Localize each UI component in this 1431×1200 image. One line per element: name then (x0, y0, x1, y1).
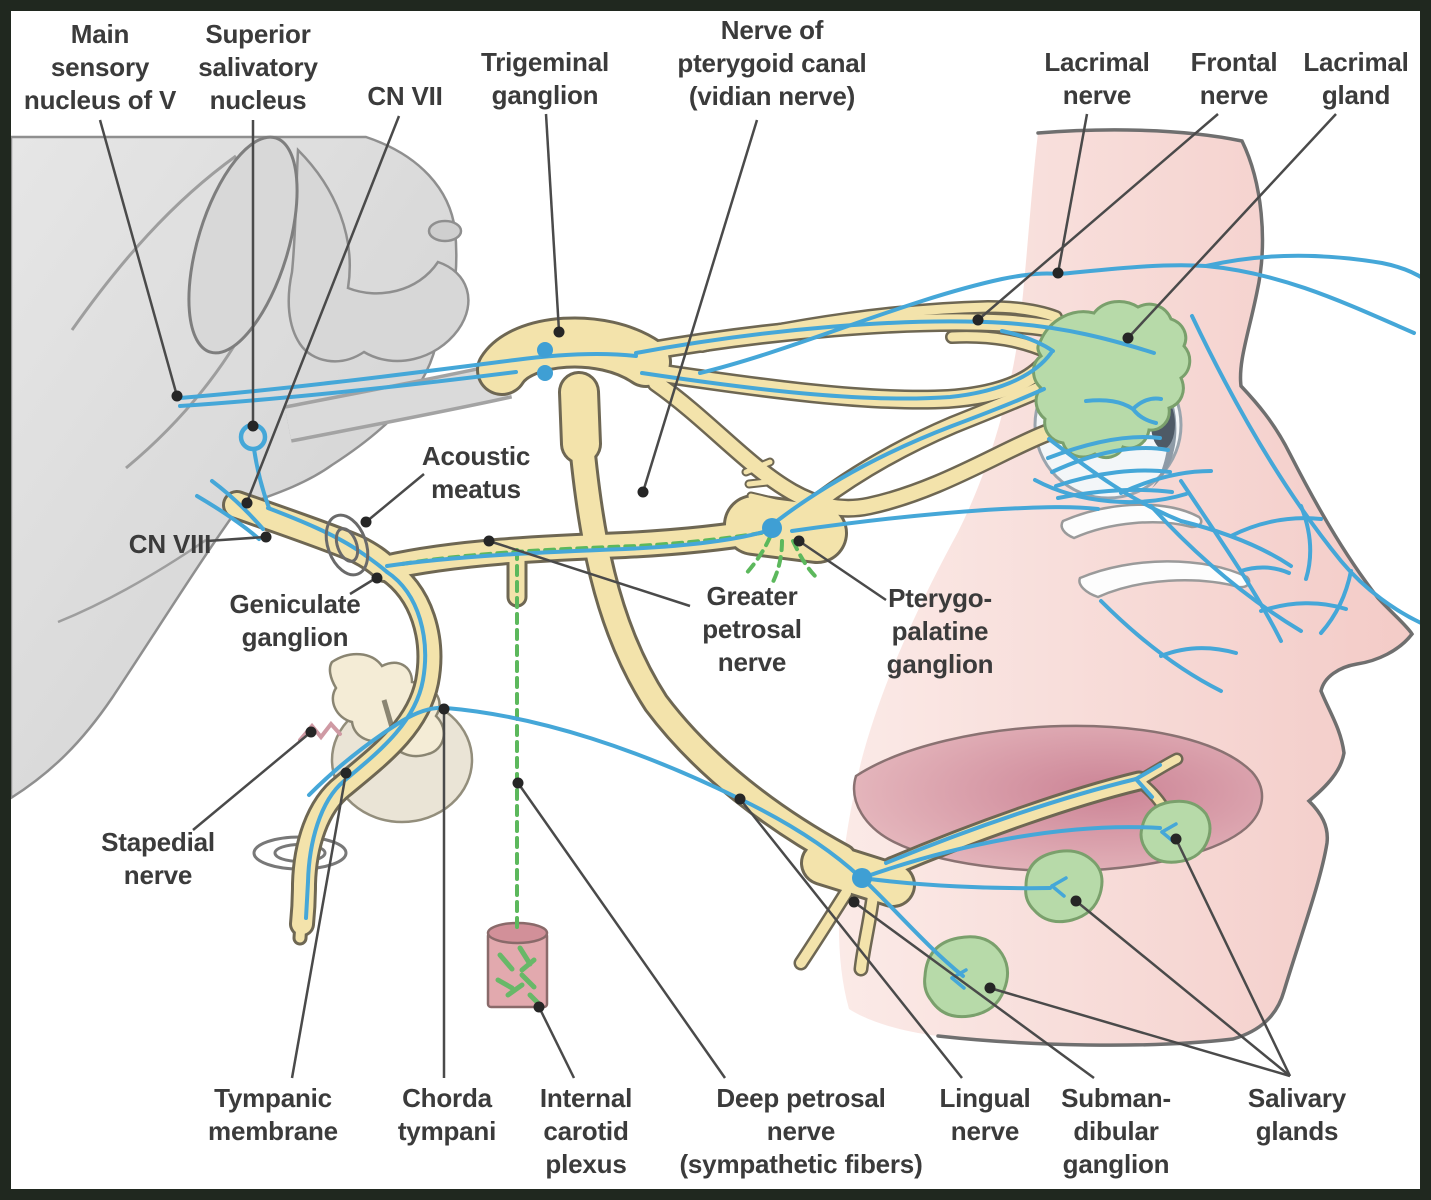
leader-dot-internal-carotid-plexus (533, 1001, 545, 1013)
leader-dot-chorda-tympani (438, 703, 450, 715)
label-main-sensory-nucleus-of-v: Main sensory nucleus of V (23, 19, 177, 115)
leader-line-salivary-glands (989, 986, 1291, 1078)
leader-line-trigeminal-ganglion (544, 113, 561, 332)
label-deep-petrosal-nerve: Deep petrosal nerve (sympathetic fibers) (679, 1083, 923, 1179)
leader-dot-stapedial-nerve (305, 726, 317, 738)
leader-line-cn-vii (245, 115, 401, 503)
leader-dot-salivary-glands (984, 982, 996, 994)
leader-dot-lacrimal-nerve (1052, 267, 1064, 279)
label-nerve-of-pterygoid-canal: Nerve of pterygoid canal (vidian nerve) (677, 15, 867, 111)
leader-dot-lingual-nerve (734, 793, 746, 805)
acoustic-meatus-rings (324, 513, 370, 577)
label-chorda-tympani: Chorda tympani (397, 1083, 497, 1146)
label-trigeminal-ganglion: Trigeminal ganglion (480, 47, 610, 110)
leader-line-deep-petrosal-nerve (516, 782, 727, 1079)
parasympathetic-fibers (178, 253, 1426, 990)
leader-line-nerve-of-pterygoid-canal (641, 119, 759, 493)
pons-nucleus (187, 135, 299, 355)
label-salivary-glands: Salivary glands (1247, 1083, 1347, 1146)
leader-dot-pterygopalatine-ganglion (793, 535, 805, 547)
trigeminal-marker-lower (537, 365, 553, 381)
leader-dot-salivary-glands (1070, 895, 1082, 907)
leader-dot-salivary-glands (1170, 833, 1182, 845)
brain-nub (427, 219, 463, 243)
salivary-gland-lower (923, 935, 1009, 1019)
leader-dot-lacrimal-gland (1122, 332, 1134, 344)
leader-dot-superior-salivatory-nucleus (247, 420, 259, 432)
label-tympanic-membrane: Tympanic membrane (208, 1083, 338, 1146)
leader-line-geniculate-ganglion (349, 576, 377, 596)
label-greater-petrosal-nerve: Greater petrosal nerve (702, 581, 802, 677)
leader-dot-greater-petrosal-nerve (483, 535, 495, 547)
leader-dot-acoustic-meatus (360, 516, 372, 528)
label-superior-salivatory-nucleus: Superior salivatory nucleus (198, 19, 318, 115)
label-pterygopalatine-ganglion: Pterygo- palatine ganglion (886, 583, 994, 679)
submandibular-gland (1024, 849, 1104, 924)
label-frontal-nerve: Frontal nerve (1190, 47, 1278, 110)
leader-dot-cn-viii (260, 531, 272, 543)
label-lingual-nerve: Lingual nerve (939, 1083, 1031, 1146)
leader-line-salivary-glands (1075, 900, 1291, 1077)
leader-line-lingual-nerve (739, 798, 963, 1079)
label-lacrimal-nerve: Lacrimal nerve (1044, 47, 1150, 110)
label-cn-viii: CN VIII (128, 529, 212, 559)
label-geniculate-ganglion: Geniculate ganglion (229, 589, 361, 652)
leader-dot-deep-petrosal-nerve (512, 777, 524, 789)
leader-lines (98, 113, 1337, 1080)
leader-line-salivary-glands (1174, 838, 1292, 1077)
leader-line-tympanic-membrane (290, 772, 348, 1079)
leader-line-submandibular-ganglion (853, 900, 1095, 1080)
leader-dot-main-sensory-nucleus-of-v (171, 390, 183, 402)
leader-line-frontal-nerve (977, 113, 1219, 321)
sublingual-gland (1139, 799, 1212, 864)
leader-dot-tympanic-membrane (340, 767, 352, 779)
leader-dot-frontal-nerve (972, 314, 984, 326)
leader-dot-nerve-of-pterygoid-canal (637, 486, 649, 498)
submandibular-marker (852, 868, 872, 888)
leader-line-stapedial-nerve (192, 731, 312, 831)
label-stapedial-nerve: Stapedial nerve (101, 827, 215, 890)
leader-dot-trigeminal-ganglion (553, 326, 565, 338)
leader-dot-submandibular-ganglion (848, 896, 860, 908)
leader-line-main-sensory-nucleus-of-v (98, 119, 179, 397)
leader-line-cn-viii (206, 535, 266, 543)
label-lacrimal-gland: Lacrimal gland (1303, 47, 1409, 110)
leader-line-greater-petrosal-nerve (488, 539, 691, 608)
label-internal-carotid-plexus: Internal carotid plexus (539, 1083, 633, 1179)
leader-line-lacrimal-gland (1127, 113, 1337, 339)
leader-line-pterygopalatine-ganglion (798, 539, 887, 602)
leader-dot-cn-vii (241, 497, 253, 509)
leader-line-acoustic-meatus (365, 473, 425, 523)
label-acoustic-meatus: Acoustic meatus (421, 441, 531, 504)
label-submandibular-ganglion: Subman- dibular ganglion (1061, 1083, 1171, 1179)
salivary-gland-shapes (923, 799, 1212, 1019)
pterygopalatine-marker (762, 518, 782, 538)
leader-dot-geniculate-ganglion (371, 572, 383, 584)
leader-line-internal-carotid-plexus (537, 1006, 576, 1079)
internal-carotid-artery (486, 921, 549, 1009)
ganglion-markers (537, 342, 872, 888)
trigeminal-marker-upper (537, 342, 553, 358)
carotid-plexus-fibers (495, 945, 541, 1006)
lacrimal-gland-shape (1032, 300, 1192, 459)
label-cn-vii: CN VII (367, 81, 443, 111)
